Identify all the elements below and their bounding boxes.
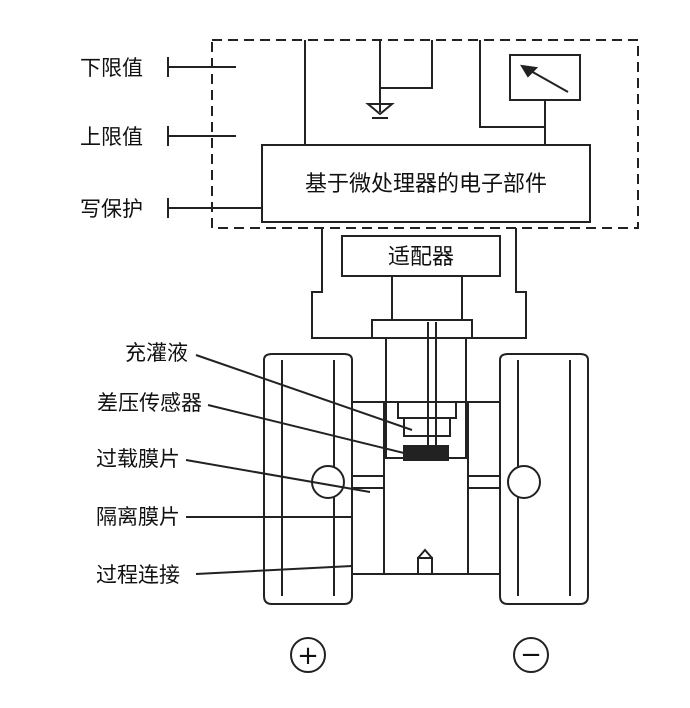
antenna-symbol (365, 103, 395, 116)
housing-dashed-outline (211, 39, 639, 229)
process-connection-label: 过程连接 (96, 563, 180, 587)
process-connection-leader (195, 565, 353, 575)
high-side-symbol: + (297, 641, 319, 671)
isolation-diaphragm-label: 隔离膜片 (96, 505, 180, 529)
write-protect-label: 写保护 (80, 197, 143, 221)
neck-inner (391, 275, 463, 321)
dp-sensor-label: 差压传感器 (97, 391, 202, 415)
fill-fluid-leader (195, 354, 413, 431)
internal-wire-2 (379, 40, 433, 89)
overload-diaphragm-label: 过载膜片 (96, 447, 180, 471)
right-flange (499, 353, 589, 605)
right-vent-plug (507, 465, 541, 499)
neck-flange (371, 319, 473, 339)
low-side-circle (513, 637, 549, 673)
fill-fluid-label: 充灌液 (125, 341, 188, 365)
high-side-circle (290, 637, 326, 673)
upper-limit-label: 上限值 (80, 125, 143, 149)
lower-limit-label: 下限值 (80, 56, 143, 80)
low-side-symbol: − (520, 640, 542, 670)
dp-sensor-leader (207, 404, 413, 456)
overload-diaphragm-leader (185, 459, 371, 493)
drain-tip (417, 548, 433, 559)
adapter-label: 适配器 (388, 245, 454, 270)
meter-display (509, 54, 581, 101)
meter-needle-head (520, 64, 539, 78)
drain-plug (417, 557, 433, 575)
sensor-module-body (385, 337, 467, 459)
left-flange (263, 353, 353, 605)
dp-sensor-chip (403, 445, 449, 461)
electronics-box (261, 144, 591, 223)
electronics-label: 基于微处理器的电子部件 (305, 172, 547, 197)
internal-wire-4 (479, 40, 546, 128)
